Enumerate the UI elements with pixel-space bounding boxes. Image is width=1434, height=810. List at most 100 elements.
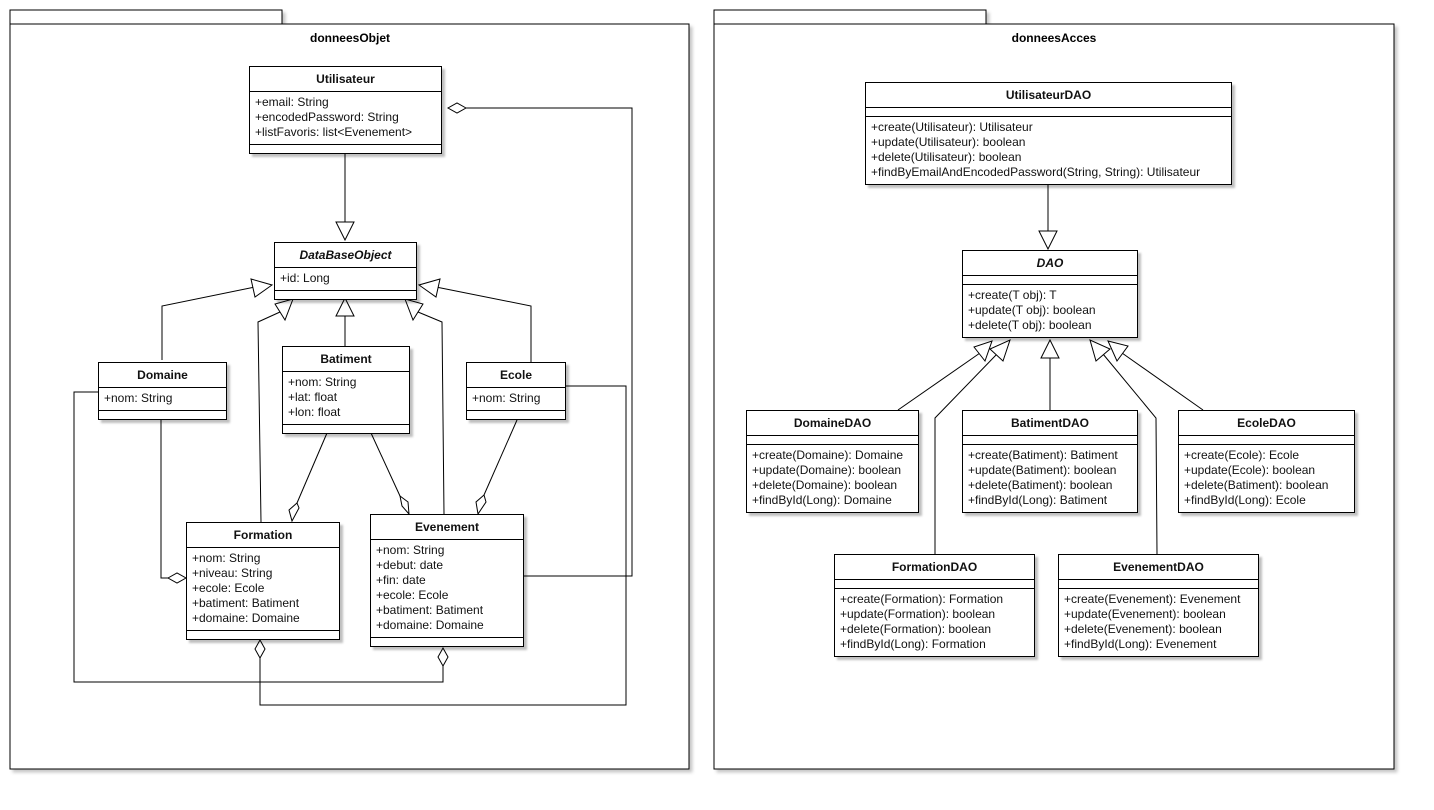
generalization-domainedao-dao — [897, 340, 993, 411]
attribute: +debut: date — [376, 558, 444, 572]
class-evenement[interactable]: Evenement +nom: String +debut: date +fin… — [370, 514, 524, 647]
operations-section: +create(T obj): T +update(T obj): boolea… — [963, 285, 1137, 337]
class-name: Domaine — [99, 363, 226, 388]
attributes-section — [1179, 436, 1354, 445]
attribute: +fin: date — [376, 573, 426, 587]
operations-section: +create(Ecole): Ecole +update(Ecole): bo… — [1179, 445, 1354, 512]
attribute: +nom: String — [376, 543, 445, 557]
operations-section: +create(Evenement): Evenement +update(Ev… — [1059, 589, 1258, 656]
class-evenementdao[interactable]: EvenementDAO +create(Evenement): Eveneme… — [1058, 554, 1259, 657]
operations-section — [467, 411, 565, 419]
attribute: +id: Long — [280, 271, 330, 285]
attributes-section: +id: Long — [275, 268, 416, 291]
class-name: Formation — [187, 523, 339, 548]
generalization-formationdao-dao — [934, 339, 1011, 554]
class-dao[interactable]: DAO +create(T obj): T +update(T obj): bo… — [962, 250, 1138, 338]
class-utilisateur[interactable]: Utilisateur +email: String +encodedPassw… — [249, 66, 442, 154]
attributes-section: +nom: String +niveau: String +ecole: Eco… — [187, 548, 339, 631]
generalization-utilisateurdao-dao — [1038, 181, 1058, 251]
attributes-section — [1059, 580, 1258, 589]
operation: +findByEmailAndEncodedPassword(String, S… — [871, 165, 1201, 179]
operation: +delete(T obj): boolean — [968, 318, 1092, 332]
operation: +delete(Batiment): boolean — [968, 478, 1113, 492]
generalization-ecole-databaseobject — [417, 278, 532, 362]
attribute: +lon: float — [288, 405, 341, 419]
attribute: +domaine: Domaine — [192, 611, 300, 625]
operations-section — [250, 145, 441, 153]
operations-section — [283, 425, 409, 433]
class-name: FormationDAO — [835, 555, 1034, 580]
operation: +findById(Long): Batiment — [968, 493, 1108, 507]
aggregation-utilisateur-evenement — [446, 102, 633, 577]
generalization-batimentdao-dao — [1040, 338, 1060, 410]
attribute: +listFavoris: list<Evenement> — [255, 125, 413, 139]
operations-section: +create(Formation): Formation +update(Fo… — [835, 589, 1034, 656]
operation: +update(Batiment): boolean — [968, 463, 1117, 477]
aggregation-formation-domaine — [160, 420, 188, 584]
attribute: +batiment: Batiment — [376, 603, 484, 617]
class-name: DAO — [963, 251, 1137, 276]
operation: +update(Ecole): boolean — [1184, 463, 1316, 477]
attribute: +ecole: Ecole — [376, 588, 449, 602]
operation: +findById(Long): Domaine — [752, 493, 892, 507]
class-name: EcoleDAO — [1179, 411, 1354, 436]
class-name: EvenementDAO — [1059, 555, 1258, 580]
class-name: Evenement — [371, 515, 523, 540]
attribute: +batiment: Batiment — [192, 596, 300, 610]
operation: +delete(Domaine): boolean — [752, 478, 898, 492]
operations-section: +create(Batiment): Batiment +update(Bati… — [963, 445, 1137, 512]
class-ecoledao[interactable]: EcoleDAO +create(Ecole): Ecole +update(E… — [1178, 410, 1355, 513]
class-databaseobject[interactable]: DataBaseObject +id: Long — [274, 242, 417, 300]
operation: +update(Evenement): boolean — [1064, 607, 1226, 621]
package-title: donneesObjet — [310, 31, 390, 45]
operations-section: +create(Domaine): Domaine +update(Domain… — [747, 445, 918, 512]
generalization-evenement-databaseobject — [404, 298, 445, 515]
attributes-section — [963, 276, 1137, 285]
operation: +findById(Long): Evenement — [1064, 637, 1217, 651]
attributes-section — [747, 436, 918, 445]
class-domainedao[interactable]: DomaineDAO +create(Domaine): Domaine +up… — [746, 410, 919, 513]
attribute: +nom: String — [104, 391, 173, 405]
operation: +delete(Batiment): boolean — [1184, 478, 1329, 492]
class-formation[interactable]: Formation +nom: String +niveau: String +… — [186, 522, 340, 640]
operation: +delete(Formation): boolean — [840, 622, 992, 636]
generalization-formation-databaseobject — [257, 298, 294, 523]
operations-section — [371, 638, 523, 646]
aggregation-evenement-domaine — [73, 391, 449, 683]
operations-section — [187, 631, 339, 639]
operation: +create(Formation): Formation — [840, 592, 1004, 606]
attributes-section: +email: String +encodedPassword: String … — [250, 92, 441, 145]
attribute: +ecole: Ecole — [192, 581, 265, 595]
class-ecole[interactable]: Ecole +nom: String — [466, 362, 566, 420]
operation: +create(T obj): T — [968, 288, 1057, 302]
operation: +update(Domaine): boolean — [752, 463, 902, 477]
operation: +create(Domaine): Domaine — [752, 448, 904, 462]
class-name: Ecole — [467, 363, 565, 388]
class-name: BatimentDAO — [963, 411, 1137, 436]
operation: +create(Batiment): Batiment — [968, 448, 1118, 462]
attribute: +nom: String — [192, 551, 261, 565]
class-name: DomaineDAO — [747, 411, 918, 436]
attribute: +nom: String — [288, 375, 357, 389]
class-formationdao[interactable]: FormationDAO +create(Formation): Formati… — [834, 554, 1035, 657]
operation: +delete(Utilisateur): boolean — [871, 150, 1022, 164]
class-domaine[interactable]: Domaine +nom: String — [98, 362, 227, 420]
attribute: +email: String — [255, 95, 329, 109]
operation: +update(T obj): boolean — [968, 303, 1096, 317]
generalization-domaine-databaseobject — [161, 278, 274, 360]
generalization-utilisateur-databaseobject — [335, 152, 355, 242]
aggregation-formation-batiment — [288, 432, 328, 523]
attributes-section: +nom: String +lat: float +lon: float — [283, 372, 409, 425]
attribute: +lat: float — [288, 390, 338, 404]
operation: +create(Ecole): Ecole — [1184, 448, 1300, 462]
attributes-section: +nom: String — [99, 388, 226, 411]
generalization-evenementdao-dao — [1089, 339, 1158, 555]
class-batiment[interactable]: Batiment +nom: String +lat: float +lon: … — [282, 346, 410, 434]
attributes-section — [866, 108, 1231, 117]
class-batimentdao[interactable]: BatimentDAO +create(Batiment): Batiment … — [962, 410, 1138, 513]
class-name: Batiment — [283, 347, 409, 372]
class-utilisateurdao[interactable]: UtilisateurDAO +create(Utilisateur): Uti… — [865, 82, 1232, 185]
package-title: donneesAcces — [1012, 31, 1097, 45]
attributes-section — [963, 436, 1137, 445]
attributes-section: +nom: String — [467, 388, 565, 411]
